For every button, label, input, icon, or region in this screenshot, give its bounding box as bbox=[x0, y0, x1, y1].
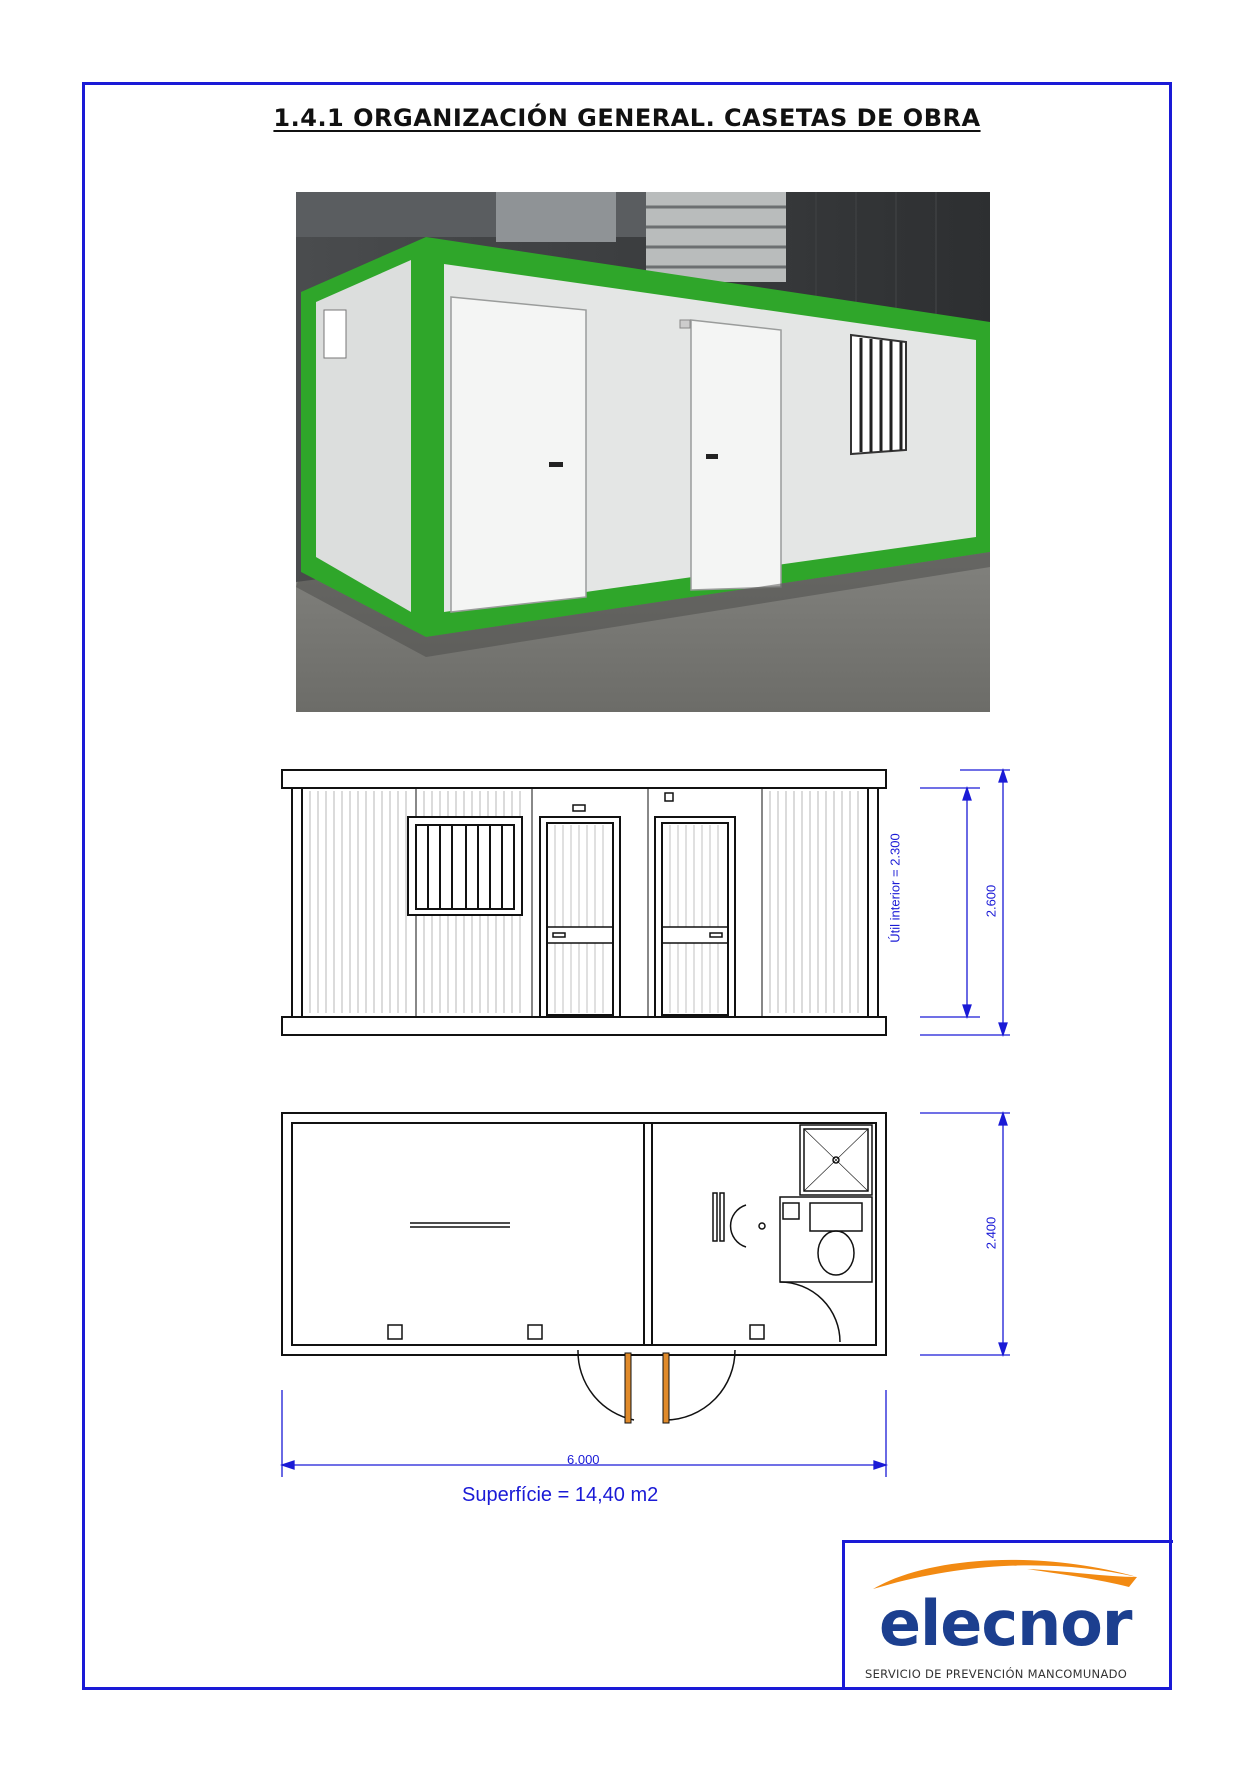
page-title: 1.4.1 ORGANIZACIÓN GENERAL. CASETAS DE O… bbox=[273, 104, 981, 132]
logo-wordmark: elecnor bbox=[879, 1587, 1132, 1660]
interior-height-label: Útil interior = 2.300 bbox=[887, 833, 903, 943]
logo-swoosh-icon bbox=[873, 1559, 1137, 1589]
logo-box: elecnor SERVICIO DE PREVENCIÓN MANCOMUNA… bbox=[842, 1540, 1173, 1690]
plan-width-label: 2.400 bbox=[983, 1216, 999, 1250]
total-height-label: 2.600 bbox=[983, 884, 999, 918]
logo-subtitle: SERVICIO DE PREVENCIÓN MANCOMUNADO bbox=[865, 1667, 1128, 1681]
surface-label: Superfície = 14,40 m2 bbox=[462, 1484, 659, 1506]
plan-length-label: 6.000 bbox=[567, 1452, 600, 1467]
site-hut-photo bbox=[296, 192, 990, 712]
page-border bbox=[82, 82, 1172, 1690]
front-elevation-drawing bbox=[281, 767, 1010, 1038]
floor-plan-drawing bbox=[279, 1110, 1010, 1477]
